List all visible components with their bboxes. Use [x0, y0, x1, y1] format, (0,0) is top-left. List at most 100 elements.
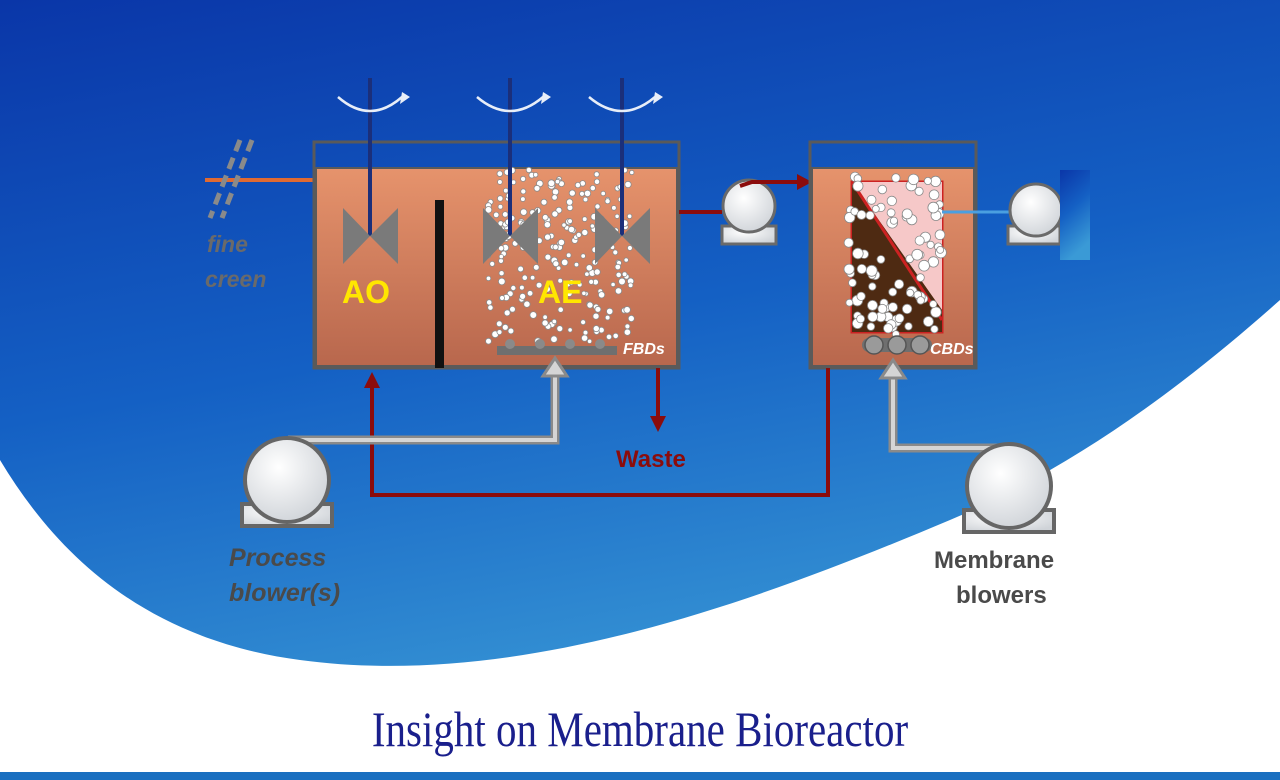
bubble — [535, 281, 543, 289]
membrane-blower-label: blowers — [956, 582, 1047, 609]
bubble — [904, 322, 913, 331]
bubble — [936, 245, 945, 254]
bubble — [484, 206, 493, 214]
process-blower-icon — [240, 436, 334, 528]
bubble — [905, 288, 915, 297]
bubble — [888, 287, 898, 297]
cbd-label: CBDs — [930, 341, 974, 358]
bubble — [555, 265, 562, 271]
bubble — [573, 261, 580, 268]
bubble — [496, 329, 503, 336]
bubble — [877, 303, 888, 314]
bubble — [581, 216, 588, 222]
bubble — [543, 221, 552, 229]
bubble — [580, 334, 589, 342]
bubble — [911, 248, 923, 261]
bubble — [501, 323, 509, 331]
membrane-blower-label: Membrane — [934, 547, 1054, 574]
bubble — [552, 244, 559, 251]
bubble — [624, 180, 632, 189]
bubble — [923, 316, 934, 327]
bubble — [576, 281, 583, 288]
bubble — [627, 245, 633, 251]
bubble — [610, 281, 616, 288]
bubble — [589, 223, 596, 229]
bubble — [574, 182, 582, 189]
bubble — [871, 204, 880, 213]
bubble — [520, 208, 528, 216]
bubble — [503, 309, 511, 317]
coarse-bubble-diffuser-icon — [862, 335, 932, 355]
page-caption: Insight on Membrane Bioreactor — [371, 701, 909, 757]
bubble — [606, 307, 614, 315]
bubble — [510, 284, 517, 291]
bubble — [581, 290, 587, 296]
bubble — [517, 265, 524, 273]
bubble — [489, 260, 496, 267]
bubble — [612, 332, 619, 339]
bubble — [581, 228, 589, 236]
bubble — [856, 209, 867, 220]
bubble — [886, 208, 896, 218]
bubble — [934, 229, 946, 241]
membrane-blower-icon — [962, 442, 1056, 534]
bubble — [541, 319, 549, 327]
bubble — [551, 210, 559, 218]
bubble — [551, 318, 557, 325]
bubble — [575, 231, 582, 238]
bubble — [519, 284, 525, 291]
bubble — [621, 271, 628, 278]
bubble — [519, 292, 526, 300]
bubble — [883, 323, 894, 334]
membrane-bubbles — [843, 171, 947, 339]
bubble — [865, 210, 875, 220]
white-wave-shape — [0, 300, 1280, 780]
bubble — [544, 233, 552, 241]
bubble — [626, 213, 633, 219]
bubble — [894, 279, 905, 290]
bubble — [520, 188, 527, 195]
fine-screen-label: fine — [207, 231, 248, 257]
bubble — [585, 264, 593, 272]
bubble — [550, 335, 558, 343]
bubble — [589, 185, 596, 192]
arrow-head — [364, 372, 380, 388]
bubble — [866, 322, 876, 331]
bubble — [889, 216, 898, 225]
bubble — [544, 285, 551, 293]
bubble — [554, 178, 561, 185]
bubble — [877, 184, 888, 195]
bubble — [520, 175, 527, 182]
bubble — [593, 178, 601, 185]
arrow-head — [540, 355, 570, 378]
bubble — [592, 312, 600, 320]
bubble — [497, 195, 504, 202]
bubble — [594, 305, 602, 313]
bubble — [848, 278, 857, 288]
aerobic-zone-label: AE — [538, 274, 582, 310]
bubble — [586, 301, 594, 309]
bubble — [597, 291, 606, 299]
bubble — [611, 205, 617, 211]
aeration-bubbles — [484, 166, 635, 347]
bubble — [565, 290, 573, 297]
bubble — [856, 314, 865, 324]
bubble — [618, 277, 626, 286]
bubble — [614, 287, 623, 295]
bubble — [843, 237, 854, 248]
bubble — [509, 305, 516, 313]
mixer-icon — [337, 78, 410, 264]
bubble — [901, 303, 913, 314]
bubble — [567, 327, 573, 333]
bubble — [498, 245, 505, 252]
bubble — [907, 173, 920, 186]
bubble — [623, 328, 632, 336]
bubble — [557, 306, 564, 313]
bubble — [487, 304, 494, 311]
bubble — [561, 222, 567, 228]
bubble — [614, 263, 621, 271]
bubble — [493, 211, 500, 219]
bubble — [525, 166, 533, 174]
bubble — [867, 299, 878, 311]
